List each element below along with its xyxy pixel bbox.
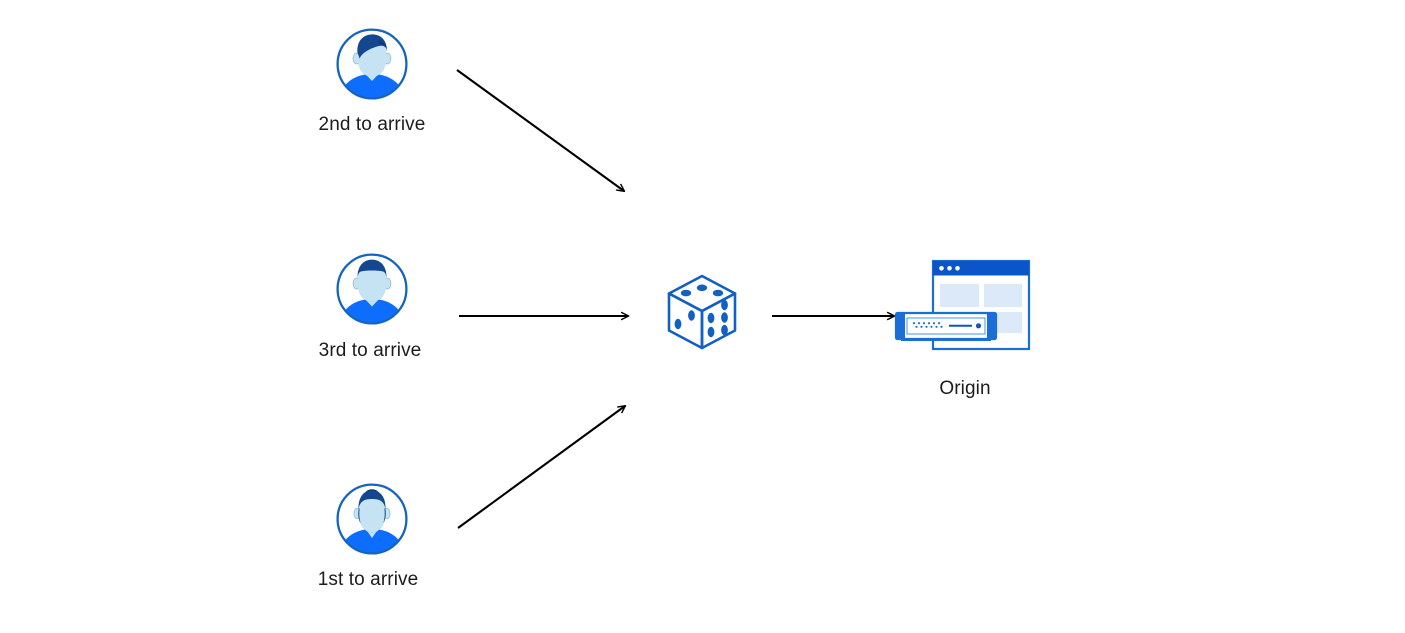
avatar-icon	[335, 27, 409, 101]
origin-icon	[893, 258, 1033, 358]
avatar-icon	[335, 482, 409, 556]
server-appliance-icon	[894, 311, 998, 341]
window-dots	[939, 266, 960, 271]
avatar-icon	[335, 252, 409, 326]
origin-label: Origin	[939, 378, 991, 399]
client-label-3rd: 3rd to arrive	[318, 340, 422, 361]
arrow-1st-to-dice	[457, 406, 625, 529]
dice-icon	[662, 272, 742, 352]
arrow-2nd-to-dice	[456, 69, 624, 191]
client-label-1st: 1st to arrive	[317, 569, 419, 590]
client-label-2nd: 2nd to arrive	[318, 114, 426, 135]
